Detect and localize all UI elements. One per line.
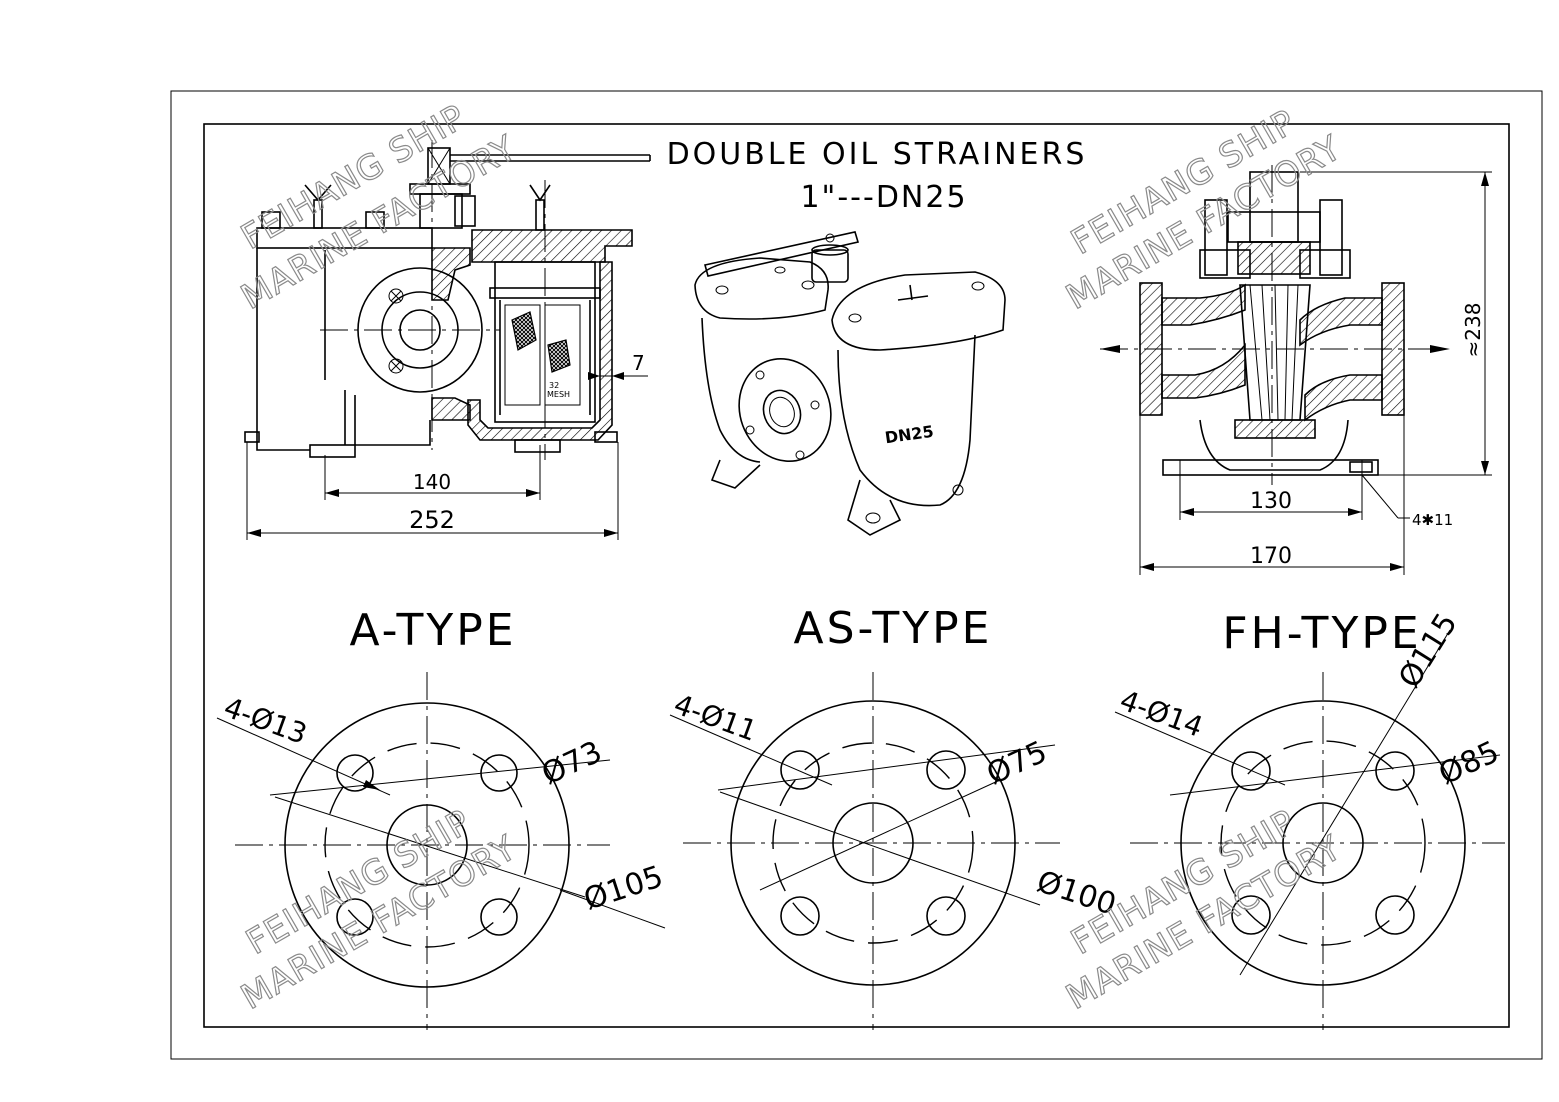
- dim-238: ≈238: [1461, 303, 1485, 358]
- flange-fh-type: FH-TYPE 4-Ø14 Ø85 Ø115: [1114, 607, 1505, 1030]
- flange-as-title: AS-TYPE: [794, 603, 993, 654]
- watermark-bottom-left: FEIHANG SHIP MARINE FACTORY: [234, 801, 524, 1018]
- flange-as-holes: 4-Ø11: [670, 688, 762, 748]
- flange-a-holes: 4-Ø13: [220, 691, 312, 751]
- dim-140: 140: [413, 470, 451, 494]
- title-line-2: 1"---DN25: [800, 180, 967, 215]
- dim-wall-7: 7: [632, 351, 645, 375]
- flange-as-bolt-circle: Ø75: [982, 734, 1053, 792]
- mesh-label: MESH: [547, 390, 570, 399]
- flange-fh-bolt-circle: Ø85: [1434, 734, 1505, 792]
- mesh-number: 32: [549, 381, 559, 390]
- side-view: 32 MESH 7 140 252: [244, 140, 651, 540]
- flange-fh-title: FH-TYPE: [1222, 608, 1421, 659]
- isometric-view: DN25: [694, 231, 1006, 536]
- drawing-frame: [170, 90, 1543, 1060]
- flange-a-bolt-circle: Ø73: [537, 734, 608, 792]
- flange-as-type: AS-TYPE 4-Ø11 Ø75 Ø100: [670, 603, 1120, 1030]
- iso-size-label: DN25: [884, 422, 935, 448]
- flange-fh-holes: 4-Ø14: [1116, 684, 1208, 744]
- section-view: ≈238 130 4✱11 170: [1100, 165, 1492, 575]
- title-block: DOUBLE OIL STRAINERS 1"---DN25: [667, 137, 1088, 215]
- dim-130: 130: [1250, 489, 1292, 514]
- flange-a-outer: Ø105: [580, 859, 668, 917]
- watermark-bottom-right: FEIHANG SHIP MARINE FACTORY: [1059, 801, 1349, 1018]
- dim-170: 170: [1250, 544, 1292, 569]
- title-line-1: DOUBLE OIL STRAINERS: [667, 137, 1088, 172]
- flange-a-title: A-TYPE: [349, 605, 516, 656]
- hole-note: 4✱11: [1412, 511, 1453, 529]
- watermark-top-left: FEIHANG SHIP MARINE FACTORY: [234, 96, 524, 318]
- dim-252: 252: [409, 506, 455, 534]
